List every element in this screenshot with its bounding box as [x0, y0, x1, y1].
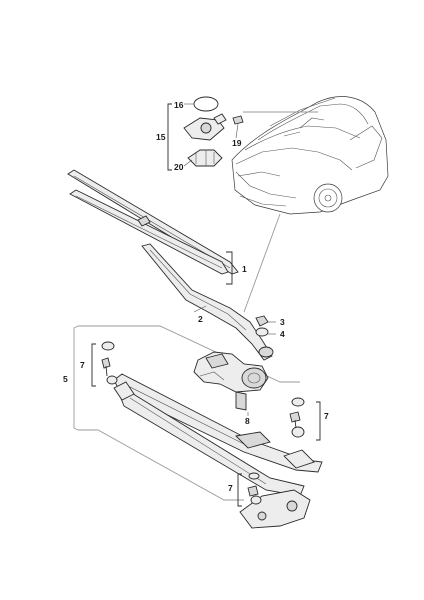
- label-8: 8: [245, 416, 250, 426]
- sensor-bracket-20: [187, 149, 223, 167]
- car-outline: [231, 96, 389, 215]
- seal-ring-16: [193, 96, 219, 112]
- linkage-rod-lower: [119, 391, 305, 497]
- fastener-group-right: [289, 397, 321, 441]
- cap-3: [255, 315, 269, 327]
- label-7-bottom: 7: [228, 483, 233, 493]
- wiper-arm: [141, 213, 281, 361]
- label-20: 20: [174, 162, 184, 172]
- bracket-15: [167, 103, 172, 171]
- rubber-bushing-8: [235, 391, 247, 411]
- linkage-rod-upper: [113, 373, 323, 473]
- sensor-lens: [200, 122, 212, 134]
- label-3: 3: [280, 317, 285, 327]
- fastener-group-left: [91, 341, 118, 387]
- wiper-arm-2: [141, 243, 273, 361]
- callout-leaders: [183, 103, 276, 416]
- label-1: 1: [242, 264, 247, 274]
- label-19: 19: [232, 138, 242, 148]
- nut-cap-parts: [255, 315, 269, 337]
- bracket-1: [226, 251, 233, 285]
- label-4: 4: [280, 329, 285, 339]
- linkage-frame: [113, 373, 323, 529]
- wiper-motor: [193, 351, 269, 411]
- nut-4: [255, 327, 269, 337]
- label-15: 15: [156, 132, 166, 142]
- label-5: 5: [63, 374, 68, 384]
- connector-19: [232, 115, 244, 125]
- label-16: 16: [174, 100, 184, 110]
- rain-sensor-group: [167, 96, 318, 171]
- label-7-left: 7: [80, 360, 85, 370]
- fastener-group-bottom: [237, 472, 262, 507]
- wiper-blades: [67, 169, 239, 285]
- label-2: 2: [198, 314, 203, 324]
- label-7-right: 7: [324, 411, 329, 421]
